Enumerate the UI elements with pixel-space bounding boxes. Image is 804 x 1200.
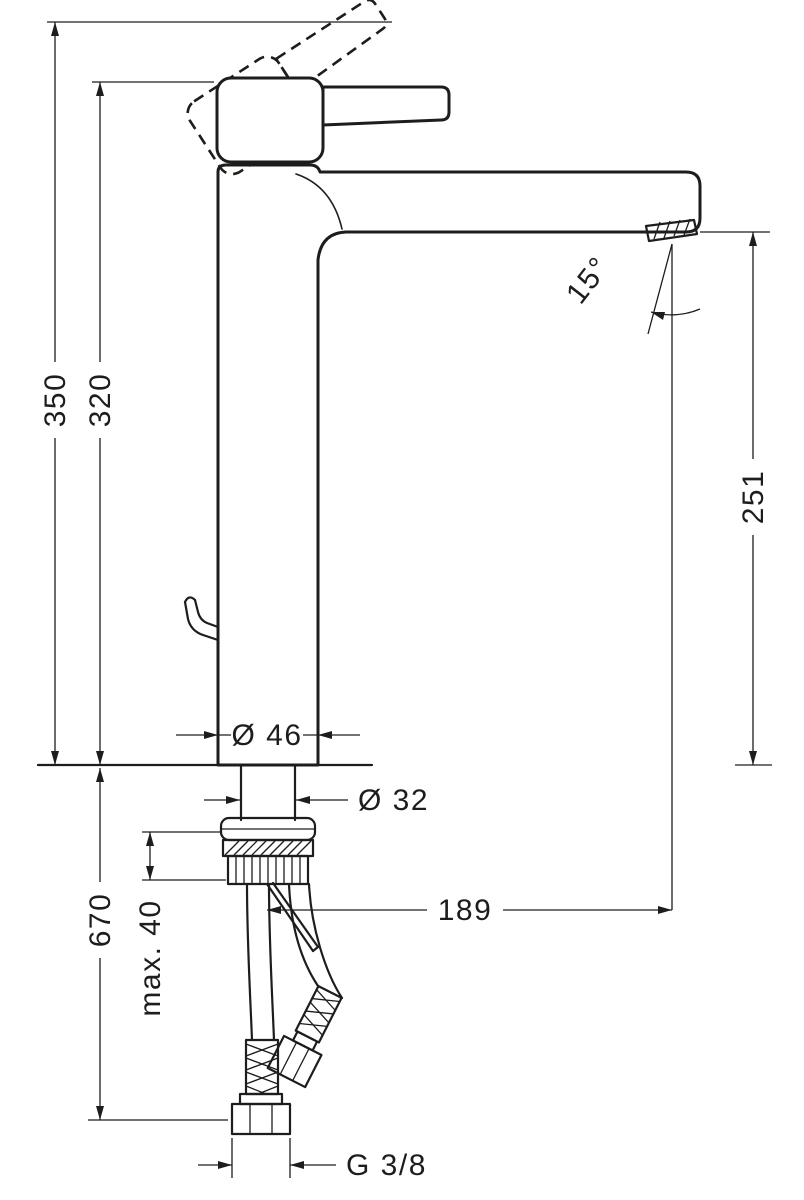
hose-connector-nut xyxy=(230,1092,292,1136)
handle-lever xyxy=(215,76,451,164)
dimension-shank-diameter: Ø 32 xyxy=(204,784,429,817)
dimension-outlet-reach: 189 xyxy=(267,894,672,927)
angled-hose-end xyxy=(266,984,343,1089)
dimension-spout-angle: 15° xyxy=(560,243,701,910)
dimension-handle-height: 320 xyxy=(84,82,117,765)
dimension-outlet-height: 251 xyxy=(737,232,770,765)
dim-outlet-height-label: 251 xyxy=(737,470,770,525)
dimension-connection-thread: G 3/8 xyxy=(198,1149,427,1182)
faucet-body-and-spout xyxy=(216,163,702,767)
dim-total-height-label: 350 xyxy=(39,373,72,428)
extension-lines xyxy=(47,21,770,1178)
dim-connection-thread-label: G 3/8 xyxy=(346,1149,427,1182)
mounting-flange xyxy=(219,816,317,842)
hose-braid-texture-2 xyxy=(299,989,340,1036)
dim-max-counter-thickness-label: max. 40 xyxy=(134,899,167,1016)
dim-spout-angle-label: 15° xyxy=(560,250,617,310)
seal-ring xyxy=(221,838,315,858)
mounting-nut-knurl xyxy=(235,856,301,884)
mounting-nut xyxy=(226,854,310,886)
dimension-hose-length: 670 xyxy=(84,768,117,1120)
dimension-total-height: 350 xyxy=(39,22,72,765)
aerator xyxy=(644,218,699,243)
supply-hose-angled xyxy=(266,882,344,1089)
hose-braid-texture xyxy=(245,1043,279,1095)
dim-body-diameter-label: Ø 46 xyxy=(231,719,302,752)
mounting-shank xyxy=(239,763,297,822)
seal-hatch xyxy=(224,840,312,856)
linkage-rod xyxy=(265,881,320,953)
dim-handle-height-label: 320 xyxy=(84,373,117,428)
dimension-max-counter-thickness: max. 40 xyxy=(134,832,167,1017)
supply-hose-straight xyxy=(230,882,292,1136)
aerator-hatch xyxy=(653,218,691,240)
dim-shank-diameter-label: Ø 32 xyxy=(358,784,429,817)
dim-outlet-reach-label: 189 xyxy=(438,894,493,927)
dim-hose-length-label: 670 xyxy=(84,893,117,948)
pop-up-rod-hook xyxy=(183,596,220,642)
dimension-body-diameter: Ø 46 xyxy=(176,719,360,752)
